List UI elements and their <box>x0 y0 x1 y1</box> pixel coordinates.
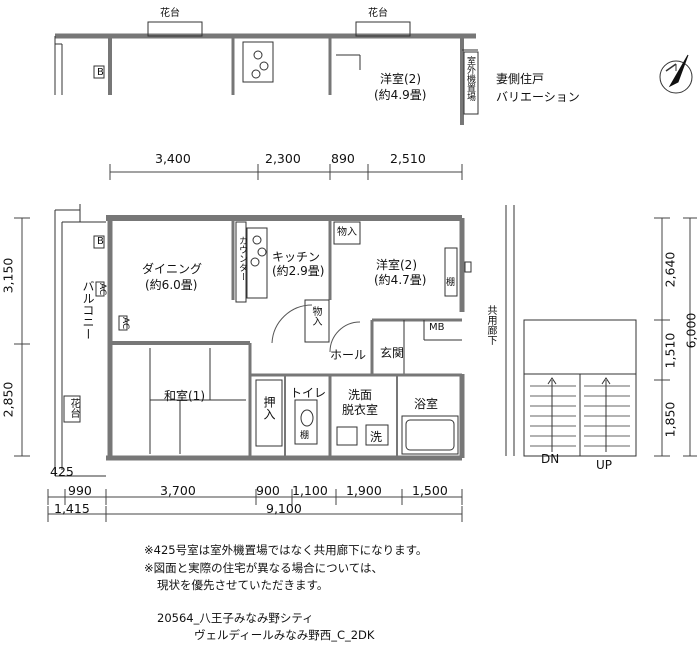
bottom-dim-5: 1,900 <box>346 483 382 498</box>
shelf-toilet-label: 棚 <box>300 431 310 441</box>
right-dim-2: 1,510 <box>662 332 678 369</box>
note-line1: ※425号室は室外機置場ではなく共用廊下になります。 <box>144 543 428 557</box>
toilet-label: トイレ <box>290 386 327 400</box>
footer-line1: 20564_八王子みなみ野シティ <box>157 611 314 625</box>
storage-mid-label: 物入 <box>310 306 321 326</box>
dining-area: (約6.0畳) <box>145 278 198 292</box>
right-dim-1: 2,640 <box>662 251 678 288</box>
corridor-label: 共用廊下 <box>485 305 496 345</box>
top-dim-4: 2,510 <box>390 151 426 166</box>
note-line3: 現状を優先させていただきます。 <box>157 578 329 592</box>
footer-line2: ヴェルディールみなみ野西_C_2DK <box>194 628 375 642</box>
ac-label-2: AC <box>120 317 130 330</box>
bottom-dim-2: 3,700 <box>160 483 196 498</box>
japanese-room-name: 和室(1) <box>164 389 205 403</box>
shelf-right-label: 棚 <box>446 278 456 288</box>
top-variation-walls <box>54 21 479 125</box>
kitchen-area: (約2.9畳) <box>272 264 325 278</box>
balcony-label: バルコニー <box>81 280 95 340</box>
ac-label-1: AC <box>97 283 107 296</box>
flower-bed-right-label: 花台 <box>368 8 388 19</box>
wash-mark: 洗 <box>370 430 383 444</box>
flower-bed-left-label: 花台 <box>160 8 180 19</box>
bottom-total-2: 9,100 <box>266 501 302 516</box>
top-dim-2: 2,300 <box>265 151 301 166</box>
bottom-dim-1: 990 <box>68 483 92 498</box>
western-room-name: 洋室(2) <box>376 258 417 272</box>
outdoor-unit-label: 室外機置場 <box>465 56 475 101</box>
storage-top-label: 物入 <box>337 227 357 238</box>
small-dim-425: 425 <box>50 464 74 479</box>
bottom-dim-4: 1,100 <box>292 483 328 498</box>
corridor-and-stairs <box>505 205 637 457</box>
left-dim-1: 3,150 <box>0 257 16 294</box>
top-dim-1: 3,400 <box>155 151 191 166</box>
washroom-line2: 脱衣室 <box>342 403 379 417</box>
entrance-label: 玄関 <box>380 346 405 360</box>
main-plan-walls <box>54 204 472 477</box>
variation-caption-line2: バリエーション <box>496 90 580 104</box>
counter-label: カウンター <box>237 236 247 281</box>
variation-room-area: (約4.9畳) <box>374 88 427 102</box>
note-line2: ※図面と実際の住宅が異なる場合については、 <box>144 561 384 575</box>
top-dim-3: 890 <box>331 151 355 166</box>
north-compass <box>659 54 693 94</box>
dimension-lines <box>14 164 697 522</box>
stairs-up-label: UP <box>596 458 613 472</box>
b-mark-main: B <box>97 236 104 247</box>
mb-label: MB <box>429 322 445 333</box>
right-dim-total: 6,000 <box>683 312 699 349</box>
bottom-dim-3: 900 <box>256 483 280 498</box>
washroom-line1: 洗面 <box>348 388 373 402</box>
dining-name: ダイニング <box>142 262 203 276</box>
b-mark-top: B <box>97 67 104 78</box>
left-dim-2: 2,850 <box>0 381 16 418</box>
kitchen-name: キッチン <box>272 250 321 264</box>
bottom-total-1: 1,415 <box>54 501 90 516</box>
hall-label: ホール <box>330 348 367 362</box>
variation-caption-line1: 妻側住戸 <box>496 72 545 86</box>
bottom-dim-6: 1,500 <box>412 483 448 498</box>
right-dim-3: 1,850 <box>662 401 678 438</box>
bath-label: 浴室 <box>414 397 439 411</box>
oshiire-label: 押入 <box>262 396 276 420</box>
flower-bed-side-label: 花台 <box>68 398 79 418</box>
western-room-area: (約4.7畳) <box>374 273 427 287</box>
stairs-dn-label: DN <box>541 452 560 466</box>
variation-room-name: 洋室(2) <box>380 72 421 86</box>
